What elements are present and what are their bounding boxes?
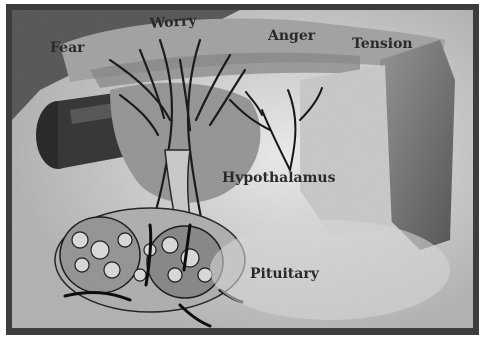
label-anger: Anger [267,28,316,44]
label-tension: Tension [352,36,413,52]
label-fear: Fear [50,40,85,56]
label-pituitary: Pituitary [250,266,320,282]
image-area [12,10,473,328]
haze [210,220,450,320]
label-worry: Worry [148,13,198,32]
label-hypothalamus: Hypothalamus [222,170,336,186]
right-block-face [300,65,392,235]
